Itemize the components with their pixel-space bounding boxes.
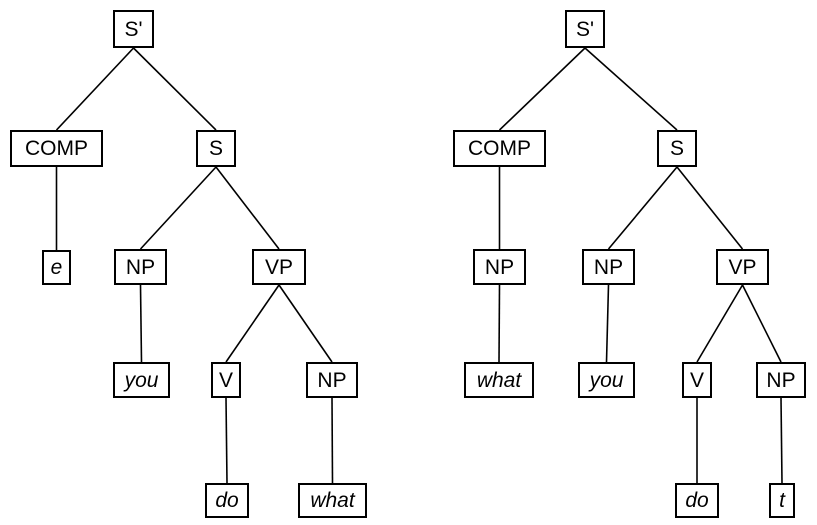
tree-edge-NP-to-what xyxy=(331,397,334,484)
tree-node-l-sbar: S' xyxy=(113,10,154,48)
tree-node-r-v: V xyxy=(682,362,712,398)
tree-edge-NP-to-you xyxy=(139,284,143,363)
tree-edge-S-to-VP xyxy=(215,166,280,250)
tree-edge-Sbar-to-COMP xyxy=(55,47,135,131)
tree-node-l-do: do xyxy=(205,483,249,518)
tree-node-r-np1: NP xyxy=(582,249,635,285)
tree-node-l-you: you xyxy=(113,362,170,398)
tree-edge-NP-to-t xyxy=(780,397,783,484)
tree-node-r-sbar: S' xyxy=(565,10,605,48)
tree-edge-Sbar-to-S xyxy=(132,47,217,131)
tree-edge-V-to-do xyxy=(225,397,228,484)
tree-edge-S-to-VP xyxy=(676,166,744,250)
tree-node-l-v: V xyxy=(211,362,241,398)
tree-edge-S-to-NP xyxy=(607,166,678,250)
tree-edge-VP-to-V xyxy=(696,284,744,363)
tree-edge-Sbar-to-S xyxy=(584,47,678,131)
tree-edge-VP-to-NP xyxy=(278,284,333,363)
tree-node-r-np2: NP xyxy=(756,362,806,398)
tree-node-r-np0: NP xyxy=(473,249,526,285)
tree-node-l-np1: NP xyxy=(114,249,167,285)
tree-node-l-comp: COMP xyxy=(10,130,103,167)
tree-node-r-what: what xyxy=(464,362,534,398)
tree-edge-NP-to-you xyxy=(605,284,610,363)
tree-node-r-comp: COMP xyxy=(453,130,546,167)
tree-node-l-vp: VP xyxy=(252,249,306,285)
tree-node-l-what: what xyxy=(298,483,367,518)
tree-node-r-vp: VP xyxy=(716,249,769,285)
tree-node-r-s: S xyxy=(657,130,697,167)
tree-edge-NP-to-what xyxy=(498,284,501,363)
tree-node-r-you: you xyxy=(578,362,635,398)
tree-edge-VP-to-V xyxy=(225,284,280,363)
tree-node-r-do: do xyxy=(675,483,719,518)
tree-edge-S-to-NP xyxy=(139,166,217,250)
tree-node-l-s: S xyxy=(196,130,236,167)
tree-edge-VP-to-NP xyxy=(741,284,782,363)
tree-node-l-np2: NP xyxy=(306,362,358,398)
tree-node-l-e: e xyxy=(42,250,71,285)
tree-node-r-t: t xyxy=(769,483,795,518)
tree-edge-Sbar-to-COMP xyxy=(498,47,586,131)
